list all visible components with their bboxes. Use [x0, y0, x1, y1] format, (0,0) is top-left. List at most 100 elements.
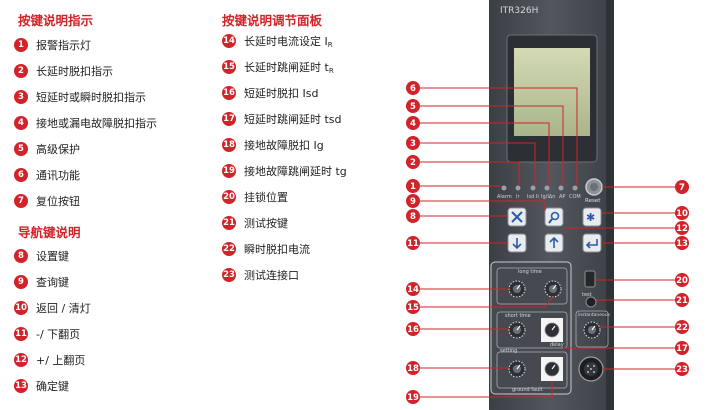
callout-18: 18: [406, 361, 420, 375]
callout-19: 19: [406, 390, 420, 404]
callout-badge: 1: [14, 38, 28, 52]
leader-15: [420, 296, 554, 308]
callout-badge: 5: [14, 142, 28, 156]
navigation-keypad: ✱: [507, 207, 602, 253]
ground-fault-frame: [496, 351, 568, 389]
ir-dial[interactable]: [508, 280, 526, 298]
callout-badge: 4: [14, 116, 28, 130]
magnifier-icon: [550, 211, 560, 221]
svg-text:10: 10: [676, 209, 688, 219]
svg-text:7: 7: [679, 183, 685, 193]
callout-23: 23: [675, 362, 689, 376]
callout-badge: 19: [222, 164, 236, 178]
padlock-slot: [584, 270, 596, 288]
setting-label: setting: [500, 348, 517, 354]
ii-dial[interactable]: [583, 321, 601, 339]
svg-text:20: 20: [676, 276, 688, 286]
enter-icon: [585, 239, 598, 249]
legend-label: 高级保护: [36, 143, 80, 156]
callout-badge: 2: [14, 64, 28, 78]
callout-badge: 11: [14, 327, 28, 341]
svg-text:3: 3: [410, 139, 416, 149]
callout-20: 20: [675, 273, 689, 287]
test-button[interactable]: [585, 296, 597, 308]
enter-key[interactable]: [582, 233, 602, 253]
legend-label: 短延时或瞬时脱扣指示: [36, 91, 146, 104]
delay-label: delay: [550, 342, 564, 348]
arrow-down-icon: [512, 238, 522, 250]
callout-15: 15: [406, 300, 420, 314]
navigation-legend-title: 导航键说明: [18, 225, 81, 240]
magnifier-icon-handle: [548, 218, 553, 224]
svg-text:15: 15: [407, 303, 419, 313]
isd-led: [530, 185, 536, 191]
callout-22: 22: [675, 320, 689, 334]
test-label: test: [582, 292, 592, 298]
adjust-legend-title: 按键说明调节面板: [222, 13, 323, 28]
legend-label: 返回 / 清灯: [36, 302, 91, 315]
tr-dial[interactable]: [544, 280, 562, 298]
callout-badge: 14: [222, 34, 236, 48]
tsd-dial[interactable]: [541, 318, 563, 342]
ig-dial[interactable]: [508, 360, 526, 378]
svg-text:21: 21: [676, 296, 688, 306]
callout-badge: 7: [14, 194, 28, 208]
callout-21: 21: [675, 293, 689, 307]
test-port[interactable]: [578, 356, 604, 382]
isd-dial[interactable]: [508, 321, 526, 339]
indicator-legend-title: 按键说明指示: [18, 13, 94, 28]
callout-badge: 20: [222, 190, 236, 204]
ig-led: [544, 185, 550, 191]
svg-text:16: 16: [407, 325, 419, 335]
legend-label: 接地故障脱扣 Ig: [244, 139, 324, 152]
callout-badge: 13: [14, 379, 28, 393]
device-right-edge: [606, 0, 614, 410]
legend-item-5: 5 高级保护: [14, 141, 80, 157]
legend-label: -/ 下翻页: [36, 328, 81, 341]
callout-2: 2: [406, 155, 420, 169]
adjustment-panel: long time short time delay setting groun…: [490, 261, 572, 395]
callout-badge: 6: [14, 168, 28, 182]
svg-text:1: 1: [410, 182, 416, 192]
legend-label: 复位按钮: [36, 195, 80, 208]
svg-text:13: 13: [676, 239, 688, 249]
legend-label: 短延时脱扣 Isd: [244, 87, 319, 100]
callout-16: 16: [406, 322, 420, 336]
return-clear-key[interactable]: [582, 207, 602, 227]
callout-badge: 9: [14, 275, 28, 289]
callout-badge: 16: [222, 86, 236, 100]
callout-badge: 21: [222, 216, 236, 230]
callout-1: 1: [406, 179, 420, 193]
legend-label: 长延时电流设定 I: [244, 35, 328, 48]
callout-badges: 6 5 4 3 2 1 9 8 11 14 15 16 18 19 7 10 1…: [406, 81, 689, 404]
led-label: Isd Ii: [527, 194, 539, 200]
svg-text:5: 5: [410, 102, 416, 112]
long-time-frame: [496, 267, 568, 305]
leader-2: [420, 161, 520, 186]
svg-text:14: 14: [407, 285, 419, 295]
reset-button-inner: [590, 183, 598, 191]
ir-led: [515, 185, 521, 191]
com-led: [572, 185, 578, 191]
svg-text:19: 19: [407, 393, 419, 403]
callout-badge: 15: [222, 60, 236, 74]
legend-item-16: 16 短延时脱扣 Isd: [222, 85, 318, 101]
leader-4: [420, 122, 550, 186]
callout-badge: 17: [222, 112, 236, 126]
callout-13: 13: [675, 236, 689, 250]
query-key[interactable]: [544, 207, 564, 227]
callout-10: 10: [675, 206, 689, 220]
svg-text:12: 12: [676, 224, 688, 234]
tg-dial[interactable]: [541, 357, 563, 381]
